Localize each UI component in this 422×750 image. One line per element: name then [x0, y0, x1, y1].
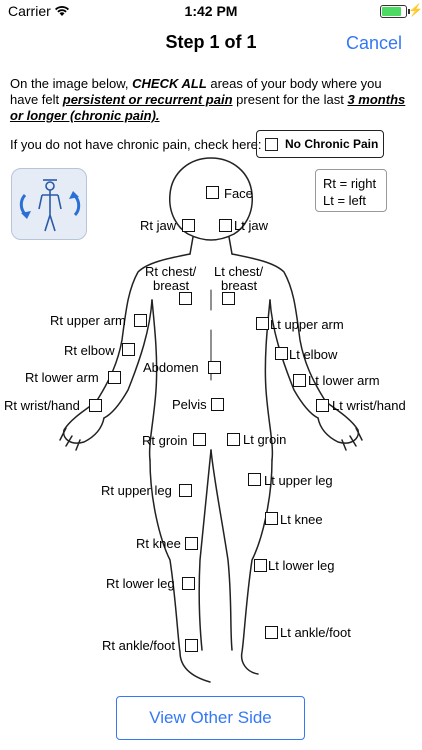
region-label-rt-wrist-hand: Rt wrist/hand: [4, 398, 80, 413]
region-label-abdomen: Abdomen: [143, 360, 199, 375]
status-time: 1:42 PM: [184, 3, 238, 19]
checkbox-lt-chest[interactable]: [222, 292, 235, 305]
checkbox-rt-lower-arm[interactable]: [108, 371, 121, 384]
status-bar: Carrier 1:42 PM ⚡: [0, 0, 422, 22]
battery-icon: [380, 5, 410, 18]
region-label-lt-lower-arm: Lt lower arm: [308, 373, 380, 388]
legend-lt: Lt = left: [323, 193, 366, 208]
region-label-rt-lower-arm: Rt lower arm: [25, 370, 99, 385]
rotate-view-button[interactable]: [11, 168, 87, 240]
checkbox-pelvis[interactable]: [211, 398, 224, 411]
checkbox-lt-lower-arm[interactable]: [293, 374, 306, 387]
region-label-rt-breast: breast: [153, 278, 190, 293]
region-label-rt-lower-leg: Rt lower leg: [106, 576, 175, 591]
checkbox-lt-knee[interactable]: [265, 512, 278, 525]
checkbox-abdomen[interactable]: [208, 361, 221, 374]
carrier-label: Carrier: [8, 3, 51, 19]
checkbox-rt-lower-leg[interactable]: [182, 577, 195, 590]
checkbox-lt-elbow[interactable]: [275, 347, 288, 360]
checkbox-rt-knee[interactable]: [185, 537, 198, 550]
checkbox-lt-upper-arm[interactable]: [256, 317, 269, 330]
view-other-side-button[interactable]: View Other Side: [116, 696, 305, 740]
region-label-lt-elbow: Lt elbow: [289, 347, 338, 362]
duration-emphasis: 3 months or longer (chronic pain).: [10, 92, 406, 123]
checkbox-rt-wrist-hand[interactable]: [89, 399, 102, 412]
checkbox-rt-upper-arm[interactable]: [134, 314, 147, 327]
checkbox-rt-elbow[interactable]: [122, 343, 135, 356]
region-label-face: Face: [224, 186, 253, 201]
instructions-text: On the image below, CHECK ALL areas of y…: [10, 76, 406, 123]
checkbox-rt-upper-leg[interactable]: [179, 484, 192, 497]
region-label-rt-chest: Rt chest/: [145, 264, 197, 279]
persistent-emphasis: persistent or recurrent pain: [62, 92, 233, 107]
region-label-lt-wrist-hand: Lt wrist/hand: [332, 398, 406, 413]
region-label-lt-knee: Lt knee: [280, 512, 323, 527]
check-all-emphasis: CHECK ALL: [132, 76, 207, 91]
checkbox-rt-ankle-foot[interactable]: [185, 639, 198, 652]
no-chronic-pain-checkbox[interactable]: No Chronic Pain: [256, 130, 384, 158]
region-label-lt-chest: Lt chest/: [214, 264, 264, 279]
checkbox-rt-groin[interactable]: [193, 433, 206, 446]
region-label-lt-lower-leg: Lt lower leg: [268, 558, 335, 573]
region-label-lt-upper-leg: Lt upper leg: [264, 473, 333, 488]
region-label-rt-elbow: Rt elbow: [64, 343, 115, 358]
rotate-body-icon: [19, 179, 81, 232]
wifi-icon: [54, 4, 70, 22]
checkbox-lt-wrist-hand[interactable]: [316, 399, 329, 412]
checkbox-lt-jaw[interactable]: [219, 219, 232, 232]
page-title: Step 1 of 1: [165, 32, 257, 52]
checkbox-lt-ankle-foot[interactable]: [265, 626, 278, 639]
region-label-rt-upper-arm: Rt upper arm: [50, 313, 126, 328]
checkbox-rt-chest[interactable]: [179, 292, 192, 305]
checkbox-lt-upper-leg[interactable]: [248, 473, 261, 486]
region-label-lt-groin: Lt groin: [243, 432, 287, 447]
checkbox-lt-groin[interactable]: [227, 433, 240, 446]
region-label-lt-jaw: Lt jaw: [234, 218, 268, 233]
cancel-button[interactable]: Cancel: [345, 33, 402, 53]
region-label-lt-upper-arm: Lt upper arm: [270, 317, 344, 332]
legend-box: Rt = right Lt = left: [315, 169, 387, 212]
region-label-rt-groin: Rt groin: [142, 433, 188, 448]
region-label-rt-jaw: Rt jaw: [140, 218, 177, 233]
checkbox-icon: [265, 138, 278, 151]
legend-rt: Rt = right: [323, 176, 377, 191]
no-chronic-prompt: If you do not have chronic pain, check h…: [10, 137, 262, 152]
region-label-pelvis: Pelvis: [172, 397, 207, 412]
checkbox-lt-lower-leg[interactable]: [254, 559, 267, 572]
region-label-lt-ankle-foot: Lt ankle/foot: [280, 625, 351, 640]
charging-icon: ⚡: [408, 3, 422, 17]
no-chronic-pain-label: No Chronic Pain: [285, 137, 379, 151]
checkbox-rt-jaw[interactable]: [182, 219, 195, 232]
region-label-lt-breast: breast: [221, 278, 258, 293]
region-label-rt-knee: Rt knee: [136, 536, 181, 551]
checkbox-face[interactable]: [206, 186, 219, 199]
region-label-rt-upper-leg: Rt upper leg: [101, 483, 172, 498]
region-label-rt-ankle-foot: Rt ankle/foot: [102, 638, 175, 653]
